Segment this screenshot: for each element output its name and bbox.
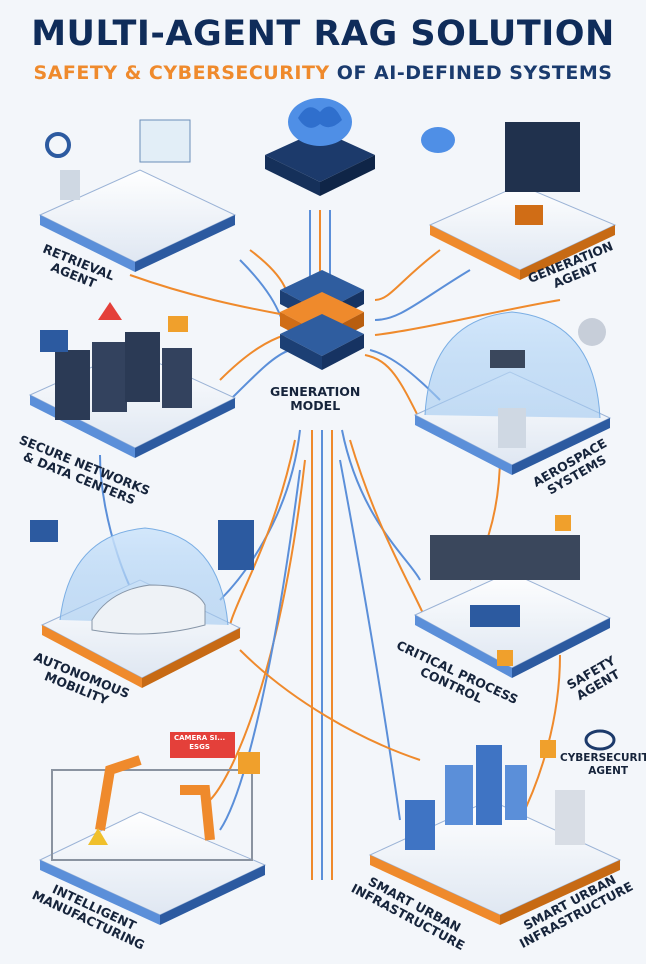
page-subtitle: SAFETY & CYBERSECURITY OF AI-DEFINED SYS… — [0, 62, 646, 84]
label-warning-sign: CAMERA SI...ESGS — [174, 734, 226, 751]
page-title: MULTI-AGENT RAG SOLUTION — [31, 14, 615, 54]
autonomous-mobility-platform — [30, 520, 254, 688]
smart-urban-platform — [368, 729, 622, 925]
generation-agent-platform — [421, 122, 617, 280]
subtitle-rest: OF AI-DEFINED SYSTEMS — [336, 62, 613, 84]
brain-chip-icon — [265, 98, 375, 196]
retrieval-agent-platform — [38, 119, 237, 272]
label-cybersecurity-agent: CYBERSECURITYAGENT — [560, 752, 646, 777]
intelligent-manufacturing-platform — [38, 732, 267, 925]
critical-process-platform — [413, 515, 612, 678]
aerospace-platform — [413, 311, 612, 475]
subtitle-highlight: SAFETY & CYBERSECURITY — [33, 62, 330, 84]
secure-networks-platform — [28, 302, 237, 458]
generation-model-stack-icon — [280, 270, 364, 370]
